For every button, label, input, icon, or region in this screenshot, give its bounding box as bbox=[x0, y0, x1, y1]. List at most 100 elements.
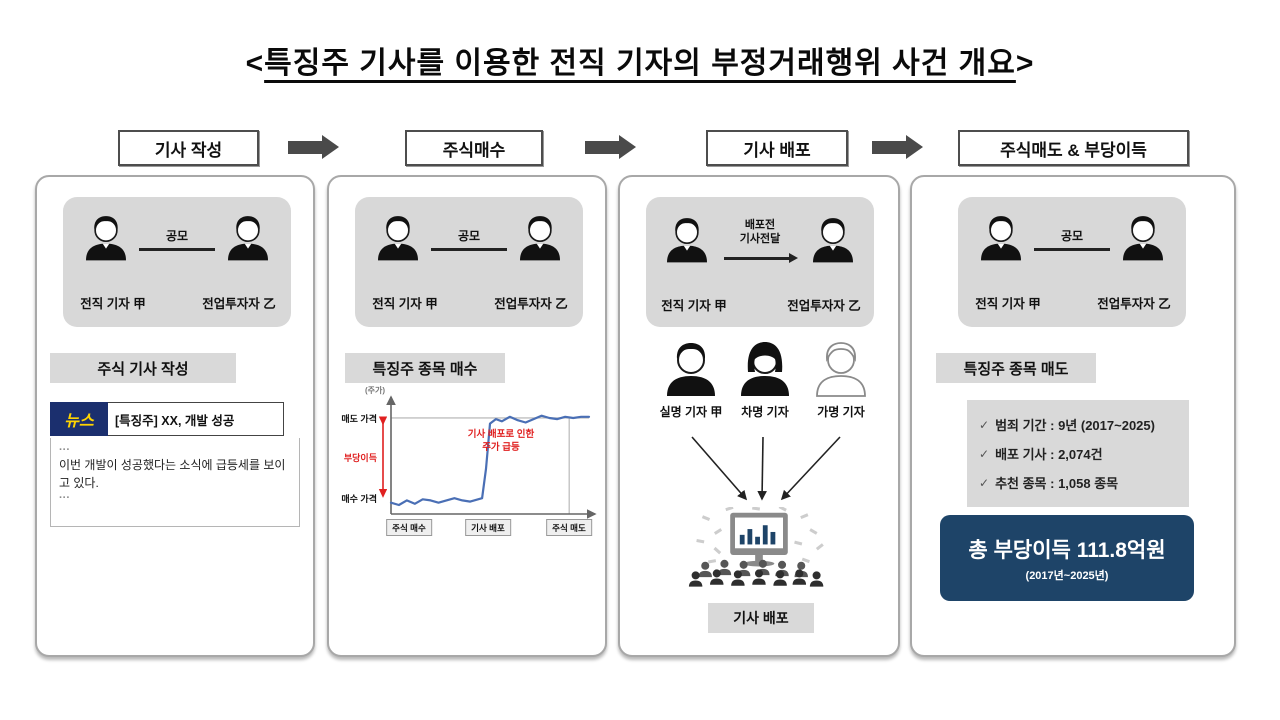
person-female-icon bbox=[741, 342, 789, 396]
person-male-icon bbox=[1118, 211, 1168, 263]
news-body-text: 이번 개발이 성공했다는 소식에 급등세를 보이고 있다. bbox=[59, 458, 286, 491]
step-stock-sell-profit: 주식매도 & 부당이득 bbox=[958, 130, 1189, 166]
section-header-stock-sell: 특징주 종목 매도 bbox=[936, 353, 1096, 383]
person-male-icon bbox=[813, 218, 853, 263]
conspiracy-box: 공모 전직 기자 甲 전업투자자 乙 bbox=[958, 197, 1186, 327]
conspiracy-label: 공모 bbox=[457, 229, 481, 243]
person-male-icon bbox=[86, 216, 126, 261]
step-label: 기사 작성 bbox=[154, 140, 223, 160]
section-header-label: 특징주 종목 매도 bbox=[963, 360, 1069, 378]
stat-text: 범죄 기간 : 9년 (2017~2025) bbox=[995, 418, 1155, 433]
title-bracket-open: < bbox=[245, 47, 265, 80]
person-label-left: 전직 기자 甲 bbox=[661, 299, 727, 313]
broadcast-crowd-icon bbox=[688, 507, 824, 587]
profit-label: 부당이득 bbox=[343, 453, 377, 463]
person-label-right: 전업투자자 乙 bbox=[494, 297, 568, 311]
journalist-label: 실명 기자 甲 bbox=[659, 405, 723, 419]
conspiracy-line bbox=[431, 248, 507, 251]
journalist-real-name: 실명 기자 甲 bbox=[648, 337, 734, 420]
stock-price-chart: (주가) 매도 가격 부당이득 매수 가격 bbox=[335, 386, 601, 549]
surge-annotation: 기사 배포로 인한 주가 급등 bbox=[457, 429, 545, 455]
conspiracy-label: 공모 bbox=[1060, 229, 1084, 243]
conspiracy-relation: 공모 bbox=[1034, 227, 1110, 251]
panel-stock-sell-profit: 공모 전직 기자 甲 전업투자자 乙 특징주 종목 매도 ✓ 범죄 기간 : 9… bbox=[910, 175, 1236, 657]
person-male-icon bbox=[81, 211, 131, 263]
person-male-icon bbox=[1123, 216, 1163, 261]
buy-price-label: 매수 가격 bbox=[341, 494, 377, 504]
stat-text: 배포 기사 : 2,074건 bbox=[995, 447, 1103, 462]
journalist-label: 가명 기자 bbox=[817, 405, 865, 419]
person-label-right: 전업투자자 乙 bbox=[787, 299, 861, 313]
axis-unit-label: (주가) bbox=[365, 386, 386, 395]
news-headline: [특징주] XX, 개발 성공 bbox=[108, 402, 284, 436]
news-badge: 뉴스 bbox=[50, 402, 108, 436]
panel-article-distribution: 배포전 기사전달 전직 기자 甲 전업투자자 乙 실명 기자 甲 차명 기 bbox=[618, 175, 900, 657]
person-male-icon bbox=[228, 216, 268, 261]
flow-arrow-icon bbox=[288, 135, 339, 159]
confetti bbox=[696, 507, 824, 564]
total-profit-box: 총 부당이득 111.8억원 (2017년~2025년) bbox=[940, 515, 1194, 601]
person-male-icon bbox=[976, 211, 1026, 263]
person-male-icon bbox=[378, 216, 418, 261]
check-icon: ✓ bbox=[979, 417, 990, 432]
converging-arrows-icon bbox=[691, 436, 841, 501]
journalist-pseudonym: 가명 기자 bbox=[798, 337, 884, 420]
person-label-left: 전직 기자 甲 bbox=[80, 297, 146, 311]
person-label-right: 전업투자자 乙 bbox=[1097, 297, 1171, 311]
news-header-row: 뉴스 [특징주] XX, 개발 성공 bbox=[50, 402, 284, 436]
crime-stats-box: ✓ 범죄 기간 : 9년 (2017~2025) ✓ 배포 기사 : 2,074… bbox=[967, 400, 1189, 507]
panel-article-writing: 공모 전직 기자 甲 전업투자자 乙 주식 기사 작성 뉴스 [특징주] XX,… bbox=[35, 175, 315, 657]
stat-text: 추천 종목 : 1,058 종목 bbox=[995, 476, 1119, 491]
tick-stock-buy: 주식 매수 bbox=[386, 519, 432, 536]
surge-annotation-line2: 주가 급등 bbox=[482, 441, 520, 453]
conspiracy-label: 공모 bbox=[165, 229, 189, 243]
person-male-icon bbox=[667, 218, 707, 263]
conspiracy-box: 공모 전직 기자 甲 전업투자자 乙 bbox=[63, 197, 291, 327]
conspiracy-relation: 공모 bbox=[139, 227, 215, 251]
step-article-writing: 기사 작성 bbox=[118, 130, 259, 166]
tick-article-distribution: 기사 배포 bbox=[465, 519, 511, 536]
step-label: 기사 배포 bbox=[743, 140, 811, 160]
distribution-label: 기사 배포 bbox=[708, 603, 814, 633]
page-title: <특징주 기사를 이용한 전직 기자의 부정거래행위 사건 개요> bbox=[0, 38, 1280, 82]
person-male-icon bbox=[515, 211, 565, 263]
person-male-icon bbox=[808, 213, 858, 265]
news-body: ··· 이번 개발이 성공했다는 소식에 급등세를 보이고 있다. ··· bbox=[50, 438, 300, 527]
conspiracy-line bbox=[1034, 248, 1110, 251]
news-ellipsis: ··· bbox=[59, 444, 70, 456]
person-male-icon bbox=[667, 343, 715, 396]
person-outline-icon bbox=[816, 342, 866, 397]
step-label: 주식매수 bbox=[442, 140, 506, 160]
price-line bbox=[389, 414, 591, 507]
check-icon: ✓ bbox=[979, 475, 990, 490]
person-male-icon bbox=[520, 216, 560, 261]
step-label: 주식매도 & 부당이득 bbox=[1000, 140, 1147, 160]
transfer-arrow-icon bbox=[724, 253, 798, 262]
person-male-icon bbox=[662, 213, 712, 265]
stat-distributed-articles: ✓ 배포 기사 : 2,074건 bbox=[979, 439, 1177, 468]
transfer-label: 배포전 기사전달 bbox=[722, 219, 798, 247]
conspiracy-box: 공모 전직 기자 甲 전업투자자 乙 bbox=[355, 197, 583, 327]
person-male-icon bbox=[981, 216, 1021, 261]
check-icon: ✓ bbox=[979, 446, 990, 461]
section-header-label: 특징주 종목 매수 bbox=[372, 360, 478, 378]
transfer-label-line1: 배포전 bbox=[744, 219, 776, 231]
panel-stock-buy: 공모 전직 기자 甲 전업투자자 乙 특징주 종목 매수 (주가) 매도 가격 … bbox=[327, 175, 607, 657]
person-label-left: 전직 기자 甲 bbox=[975, 297, 1041, 311]
step-article-distribution: 기사 배포 bbox=[706, 130, 848, 166]
person-male-icon bbox=[373, 211, 423, 263]
news-ellipsis: ··· bbox=[59, 492, 70, 505]
journalist-label: 차명 기자 bbox=[741, 405, 789, 419]
person-label-left: 전직 기자 甲 bbox=[372, 297, 438, 311]
article-transfer-box: 배포전 기사전달 전직 기자 甲 전업투자자 乙 bbox=[646, 197, 874, 327]
total-profit-amount: 총 부당이득 111.8억원 bbox=[968, 538, 1166, 562]
step-stock-buy: 주식매수 bbox=[405, 130, 543, 166]
person-label-right: 전업투자자 乙 bbox=[202, 297, 276, 311]
total-profit-period: (2017년~2025년) bbox=[1025, 569, 1109, 582]
flow-arrow-icon bbox=[872, 135, 923, 159]
title-text: 특징주 기사를 이용한 전직 기자의 부정거래행위 사건 개요 bbox=[264, 47, 1016, 80]
section-header-article-writing: 주식 기사 작성 bbox=[50, 353, 236, 383]
conspiracy-relation: 공모 bbox=[431, 227, 507, 251]
title-bracket-close: > bbox=[1015, 47, 1035, 80]
